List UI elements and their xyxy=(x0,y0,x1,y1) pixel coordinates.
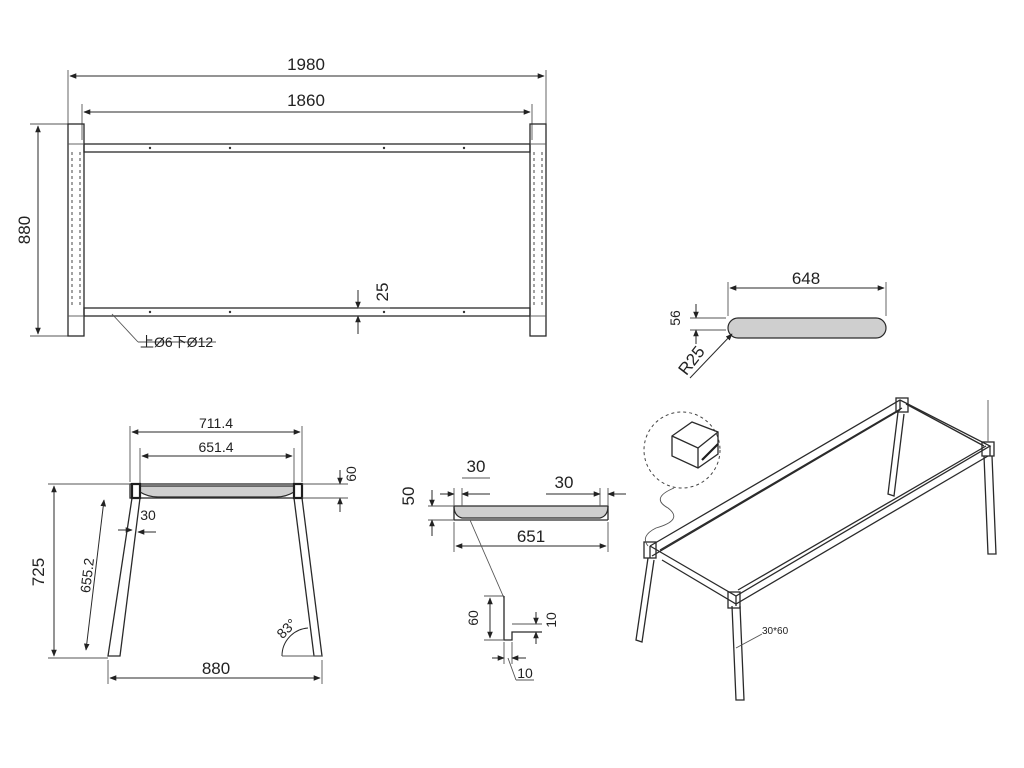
dim-right-lip: 30 xyxy=(555,473,574,492)
dim-rail: 25 xyxy=(373,283,392,302)
iso-view: 30*60 xyxy=(635,397,997,701)
dim-inner-width: 651.4 xyxy=(198,439,233,455)
dim-depth: 880 xyxy=(15,216,34,244)
dim-top-width: 711.4 xyxy=(199,415,233,431)
dim-height: 725 xyxy=(29,558,48,586)
dim-crossbar-length: 648 xyxy=(792,269,820,288)
dim-detail-notch: 10 xyxy=(543,612,559,628)
dim-left-lip: 30 xyxy=(467,457,486,476)
dim-rail-height: 60 xyxy=(343,466,359,482)
dim-detail-foot: 10 xyxy=(517,665,533,681)
end-view: 711.4 651.4 60 30 725 655.2 83° xyxy=(29,415,359,684)
rail-section: 50 30 30 651 60 10 xyxy=(399,457,626,681)
crossbar-detail: 648 56 R25 xyxy=(667,269,887,379)
dim-detail-height: 60 xyxy=(465,610,481,626)
dim-leg-section: 30 xyxy=(140,507,156,523)
dim-section-height: 50 xyxy=(399,487,418,506)
dim-angle: 83° xyxy=(273,615,299,641)
dim-crossbar-radius: R25 xyxy=(675,342,709,378)
tube-size-label: 30*60 xyxy=(762,626,789,637)
hole-note: 上Ø6下Ø12 xyxy=(140,334,213,350)
dim-overall-length: 1980 xyxy=(287,55,325,74)
top-view: 1980 1860 880 25 上Ø6下Ø12 xyxy=(15,55,547,350)
dim-inner-length: 1860 xyxy=(287,91,325,110)
dim-leg-length: 655.2 xyxy=(77,557,97,594)
dim-crossbar-thickness: 56 xyxy=(667,310,683,326)
dim-base-width: 880 xyxy=(202,659,230,678)
dim-section-length: 651 xyxy=(517,527,545,546)
